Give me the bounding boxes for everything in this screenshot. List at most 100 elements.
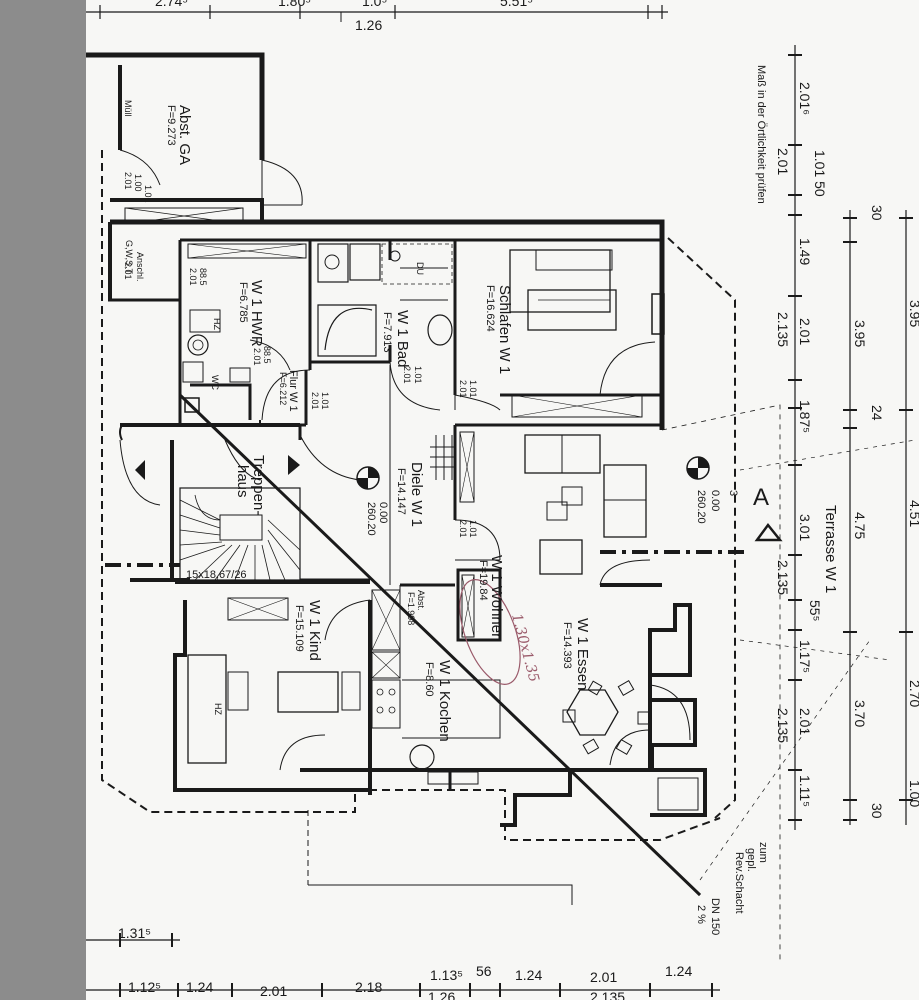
anschl-label: Anschl. [135, 252, 145, 282]
room-kochen-name: W 1 Kochen [436, 660, 453, 742]
door-dim-5: 88.5 [198, 268, 208, 286]
right-dim-1: 2.01⁶ [797, 82, 813, 115]
room-bad-name: W 1 Bad [394, 310, 411, 368]
room-hwr-area: F=6.785 [237, 282, 249, 323]
bottom-dim-6: 1.13⁵ [430, 967, 463, 983]
room-flur-area: F=6.212 [278, 372, 288, 405]
right3-dim-2: 4.51 [907, 500, 919, 527]
door-dim-11: 1.01 [413, 366, 423, 384]
room-bad-area: F=7.913 [381, 312, 393, 353]
room-kind-name: W 1 Kind [306, 600, 323, 661]
right-dim-6: 2.135 [775, 312, 791, 347]
top-dim-3: 1.26 [355, 17, 382, 33]
right-dim-13: 2.135 [775, 708, 791, 743]
door-dim-15: 1.01 [468, 520, 478, 538]
right-dim-2: 1.01 50 [812, 150, 828, 197]
room-kind-area: F=15.109 [293, 605, 305, 652]
room-abst2-area: F=1.998 [406, 592, 416, 625]
arrow-left-icon [135, 460, 145, 480]
sewer-note-1: zum [757, 842, 769, 863]
right-dim-10: 55⁵ [807, 600, 823, 621]
sewer-note-4: DN 150 [709, 898, 721, 935]
top-dim-5: 1.0⁵ [362, 0, 387, 9]
section-label: A [753, 484, 769, 511]
top-dim-1: 2.74⁵ [155, 0, 188, 9]
room-hwr-name: W 1 HWR [248, 280, 265, 347]
room-flur-name: Flur W 1 [287, 370, 299, 412]
right3-dim-4: 1.00 [907, 780, 919, 807]
wc-label: WC [210, 375, 220, 390]
room-wohnen-name: W 1 Wohnen [488, 555, 505, 641]
room-diele-name: Diele W 1 [408, 462, 425, 527]
door-dim-4: 2.01 [123, 262, 133, 280]
right2-dim-1: 30 [869, 205, 885, 221]
arrow-right-icon [288, 455, 300, 475]
top-dim-2: 1.80⁵ [278, 0, 311, 9]
level-2-height: 260.20 [695, 490, 707, 524]
door-dim-6: 2.01 [188, 268, 198, 286]
door-dim-14: 2.01 [458, 380, 468, 398]
room-schlafen-name: Schlafen W 1 [496, 285, 513, 374]
bottom-dim-4: 2.01 [260, 983, 287, 999]
level-1-height: 260.20 [365, 502, 377, 536]
right-dim-9: 2.135 [775, 560, 791, 595]
bottom-dim-12: 2.135 [590, 989, 625, 1000]
bottom-dim-1: 1.31⁵ [118, 925, 151, 941]
level-marker-2 [686, 456, 710, 480]
level-marker-1 [356, 466, 380, 490]
room-diele-area: F=14.147 [395, 468, 407, 515]
room-treppen-name: Treppen- [250, 455, 267, 515]
bottom-dim-9: 2.01 [590, 969, 617, 985]
door-dim-2: 2.01 [123, 172, 133, 190]
room-schlafen-area: F=16.624 [484, 285, 496, 332]
bottom-dim-3: 1.24 [186, 979, 213, 995]
handwritten-note: 1.30x1.35 [508, 612, 542, 684]
room-abst-area: F=9.273 [165, 105, 177, 146]
room-abst2-name: Abst. [416, 590, 426, 611]
sewer-note-3: Rev.Schacht [733, 852, 745, 914]
sewer-note-5: 2 % [695, 905, 707, 924]
right-dim-5: 2.01 [797, 318, 813, 345]
door-dim-7: 88.5 [262, 346, 272, 364]
room-essen-name: W 1 Essen [574, 618, 591, 691]
right-dim-12: 2.01 [797, 708, 813, 735]
room-treppen-name2: haus [234, 465, 251, 498]
muell-label: Müll [123, 100, 133, 117]
bottom-dim-8: 1.24 [515, 967, 542, 983]
door-dim-13: 1.01 [468, 380, 478, 398]
right-dim-14: 1.11⁵ [797, 775, 813, 807]
right-dim-11: 1.17⁵ [797, 640, 813, 673]
scan-margin [0, 0, 86, 1000]
right-dim-3: 2.01 [775, 148, 791, 175]
bottom-dim-11: 1.26 [428, 989, 455, 1000]
right-dim-8: 3.01 [797, 514, 813, 541]
door-dim-9: 1.01 [320, 392, 330, 410]
level-2-value: 0.00 [709, 490, 721, 511]
right2-dim-3: 24 [869, 405, 885, 421]
door-dim-12: 2.01 [402, 366, 412, 384]
right3-dim-1: 3.95 [907, 300, 919, 327]
hz-label: HZ [212, 318, 222, 330]
right3-dim-3: 2.70 [907, 680, 919, 707]
bottom-dim-7: 56 [476, 963, 492, 979]
door-dim-8: 2.01 [252, 348, 262, 366]
room-essen-area: F=14.393 [561, 622, 573, 669]
section-number: 3 [727, 490, 739, 496]
bottom-dim-10: 1.24 [665, 963, 692, 979]
gwst-label: G,W,S,T [124, 240, 134, 275]
door-dim-3: 1.00 [133, 174, 143, 192]
floor-plan-sheet [86, 0, 919, 1000]
right2-dim-4: 4.75 [852, 512, 868, 539]
right2-dim-2: 3.95 [852, 320, 868, 347]
right-dim-4: 1.49 [797, 238, 813, 265]
top-dim-4: 5.51⁵ [500, 0, 533, 9]
terrace-label: Terrasse W 1 [822, 505, 839, 593]
door-dim-1: 1.01 [143, 185, 153, 203]
level-1-value: 0.00 [377, 502, 389, 523]
bottom-dim-5: 2.18 [355, 979, 382, 995]
right2-dim-6: 30 [869, 803, 885, 819]
hz-label-2: HZ [213, 703, 223, 715]
room-wohnen-area: F=19.84 [477, 560, 489, 601]
door-dim-10: 2.01 [310, 392, 320, 410]
